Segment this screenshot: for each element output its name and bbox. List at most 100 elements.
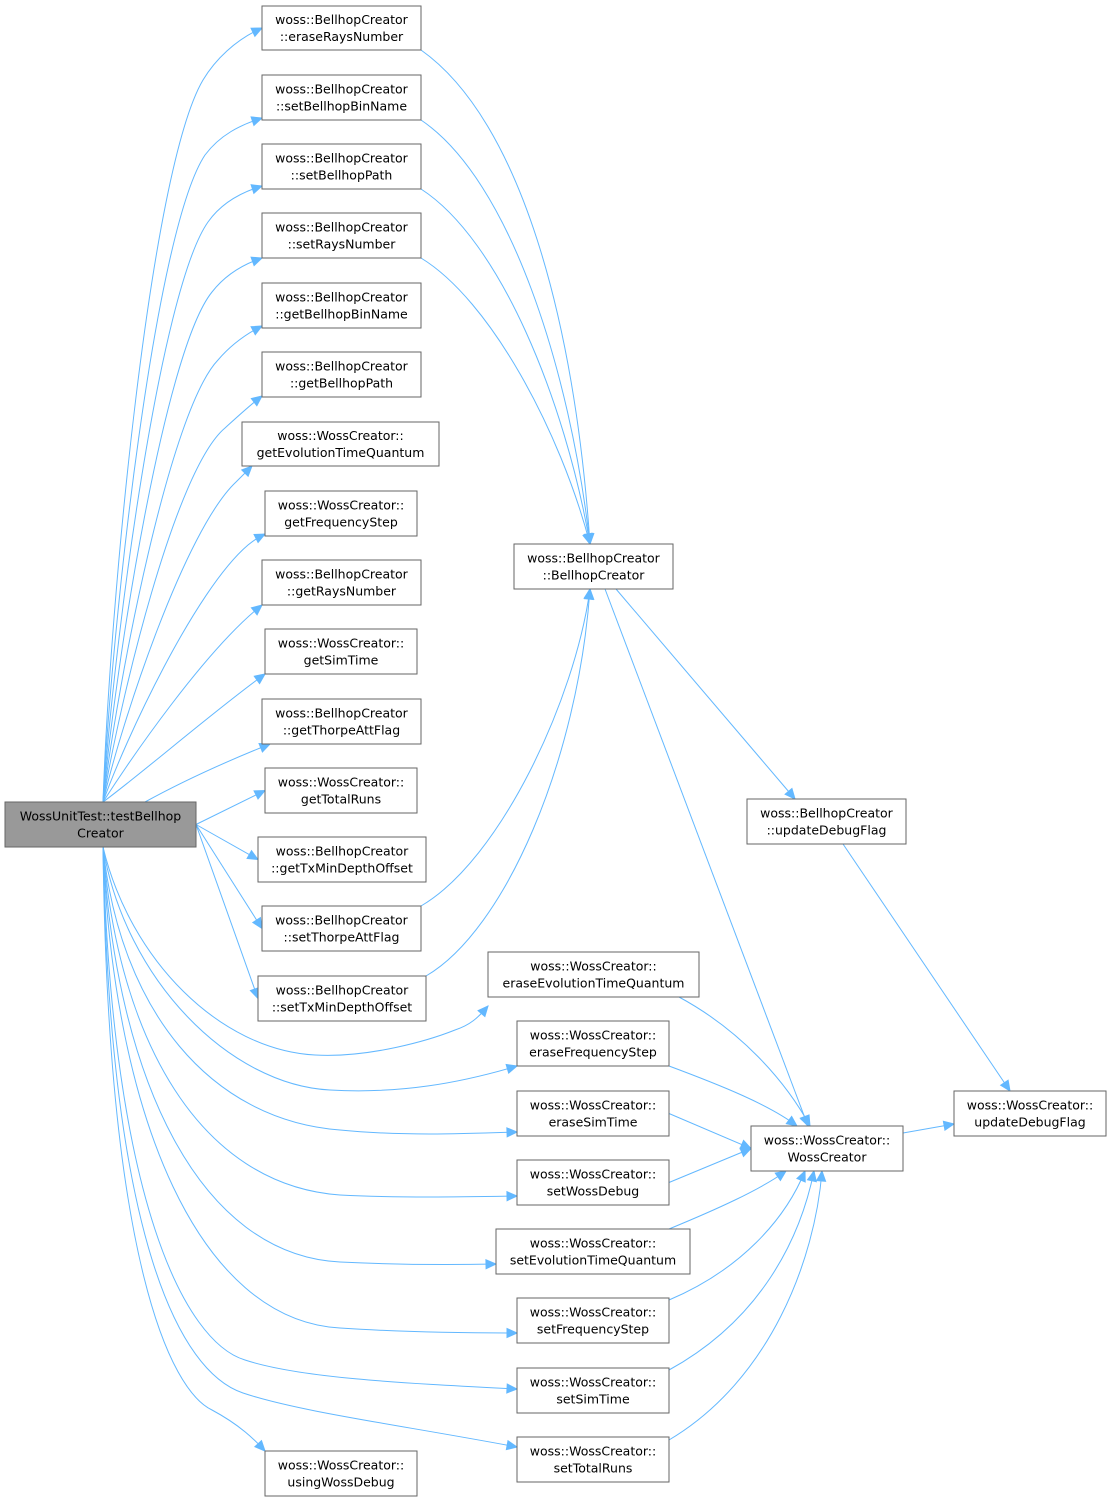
edge-root-to-getTxMinDepthOffset <box>195 824 260 861</box>
arrowhead-icon <box>800 1114 811 1128</box>
node-label: getEvolutionTimeQuantum <box>257 445 425 460</box>
node-BellhopCreatorCtor[interactable]: woss::BellhopCreator::BellhopCreator <box>513 543 674 590</box>
node-WossCreatorCtor[interactable]: woss::WossCreator::WossCreator <box>750 1125 904 1172</box>
node-setBellhopPath[interactable]: woss::BellhopCreator::setBellhopPath <box>261 143 422 190</box>
node-box <box>257 975 427 1022</box>
edge-line <box>842 843 1011 1092</box>
node-label: woss::WossCreator:: <box>530 1305 656 1320</box>
node-label: WossCreator <box>788 1150 868 1165</box>
node-label: getFrequencyStep <box>284 515 398 530</box>
node-label: woss::BellhopCreator <box>275 220 409 235</box>
node-getBellhopPath[interactable]: woss::BellhopCreator::getBellhopPath <box>261 351 422 398</box>
arrowhead-icon <box>253 1439 266 1452</box>
node-label: woss::BellhopCreator <box>276 983 410 998</box>
edge-line <box>102 604 263 803</box>
node-setWossDebug[interactable]: woss::WossCreator::setWossDebug <box>516 1159 670 1206</box>
node-setFrequencyStep[interactable]: woss::WossCreator::setFrequencyStep <box>516 1297 670 1344</box>
node-box <box>264 767 418 814</box>
edge-line <box>102 117 263 803</box>
node-getSimTime[interactable]: woss::WossCreator::getSimTime <box>264 628 418 675</box>
node-wcUpdateDebugFlag[interactable]: woss::WossCreator::updateDebugFlag <box>953 1090 1107 1137</box>
node-label: ::setBellhopBinName <box>276 99 407 114</box>
arrowhead-icon <box>485 1258 498 1270</box>
node-label: woss::BellhopCreator <box>275 82 409 97</box>
arrowhead-icon <box>253 533 267 544</box>
edge-eraseSimTime-to-WossCreatorCtor <box>668 1113 753 1150</box>
node-label: ::setThorpeAttFlag <box>284 930 400 945</box>
node-setSimTime[interactable]: woss::WossCreator::setSimTime <box>516 1367 670 1414</box>
edge-root-to-setSimTime <box>102 846 519 1394</box>
edge-root-to-eraseFrequencyStep <box>102 846 519 1092</box>
edge-line <box>102 846 497 1266</box>
node-getFrequencyStep[interactable]: woss::WossCreator::getFrequencyStep <box>264 490 418 537</box>
node-getRaysNumber[interactable]: woss::BellhopCreator::getRaysNumber <box>261 559 422 606</box>
edge-setThorpeAttFlag-to-BellhopCreatorCtor <box>420 587 594 907</box>
edge-line <box>102 185 263 803</box>
edge-line <box>102 325 263 803</box>
node-setTotalRuns[interactable]: woss::WossCreator::setTotalRuns <box>516 1436 670 1483</box>
node-getThorpeAttFlag[interactable]: woss::BellhopCreator::getThorpeAttFlag <box>261 698 422 745</box>
edge-line <box>102 846 518 1092</box>
node-layer: WossUnitTest::testBellhopCreatorwoss::Be… <box>4 5 1107 1497</box>
edge-setTotalRuns-to-WossCreatorCtor <box>668 1169 827 1441</box>
edge-setTxMinDepthOffset-to-BellhopCreatorCtor <box>425 587 595 977</box>
arrowhead-icon <box>505 1439 519 1451</box>
edge-root-to-eraseSimTime <box>102 846 519 1138</box>
edge-line <box>195 824 259 860</box>
node-bhUpdateDebugFlag[interactable]: woss::BellhopCreator::updateDebugFlag <box>746 798 907 845</box>
arrowhead-icon <box>253 789 267 800</box>
node-label: eraseSimTime <box>549 1115 638 1130</box>
edge-setBellhopPath-to-BellhopCreatorCtor <box>420 188 594 546</box>
node-setBellhopBinName[interactable]: woss::BellhopCreator::setBellhopBinName <box>261 74 422 121</box>
arrowhead-icon <box>477 1005 489 1018</box>
node-usingWossDebug[interactable]: woss::WossCreator::usingWossDebug <box>264 1450 418 1497</box>
node-eraseEvolutionTimeQuantum[interactable]: woss::WossCreator::eraseEvolutionTimeQua… <box>487 951 700 998</box>
edge-line <box>102 465 253 803</box>
edge-root-to-setFrequencyStep <box>102 846 519 1339</box>
node-setTxMinDepthOffset[interactable]: woss::BellhopCreator::setTxMinDepthOffse… <box>257 975 427 1022</box>
edge-line <box>420 588 591 907</box>
arrowhead-icon <box>999 1079 1011 1093</box>
edge-line <box>102 395 263 803</box>
node-box <box>261 5 422 51</box>
arrowhead-icon <box>251 916 263 930</box>
edge-line <box>615 588 796 800</box>
node-eraseFrequencyStep[interactable]: woss::WossCreator::eraseFrequencyStep <box>516 1020 670 1067</box>
arrowhead-icon <box>785 1115 798 1127</box>
arrowhead-icon <box>506 1190 519 1202</box>
node-label: woss::WossCreator:: <box>530 959 656 974</box>
node-eraseSimTime[interactable]: woss::WossCreator::eraseSimTime <box>516 1090 670 1137</box>
edge-root-to-getBellhopPath <box>102 395 263 803</box>
edge-root-to-setThorpeAttFlag <box>195 824 263 930</box>
edge-line <box>420 257 591 545</box>
edge-setFrequencyStep-to-WossCreatorCtor <box>668 1169 806 1301</box>
edge-root-to-getEvolutionTimeQuantum <box>102 465 253 803</box>
edge-line <box>668 1170 787 1230</box>
node-setThorpeAttFlag[interactable]: woss::BellhopCreator::setThorpeAttFlag <box>261 905 422 952</box>
node-label: ::eraseRaysNumber <box>280 29 404 44</box>
node-box <box>241 421 440 467</box>
arrowhead-icon <box>253 673 266 685</box>
node-getTxMinDepthOffset[interactable]: woss::BellhopCreator::getTxMinDepthOffse… <box>257 836 427 883</box>
node-box <box>261 143 422 190</box>
node-eraseRaysNumber[interactable]: woss::BellhopCreator::eraseRaysNumber <box>261 5 422 51</box>
node-label: ::getTxMinDepthOffset <box>271 861 413 876</box>
node-box <box>264 490 418 537</box>
node-getEvolutionTimeQuantum[interactable]: woss::WossCreator::getEvolutionTimeQuant… <box>241 421 440 467</box>
node-setRaysNumber[interactable]: woss::BellhopCreator::setRaysNumber <box>261 212 422 259</box>
node-box <box>261 282 422 329</box>
node-label: woss::BellhopCreator <box>275 913 409 928</box>
node-getBellhopBinName[interactable]: woss::BellhopCreator::getBellhopBinName <box>261 282 422 329</box>
node-box <box>516 1297 670 1344</box>
edge-line <box>668 1170 815 1371</box>
arrowhead-icon <box>942 1120 956 1132</box>
node-label: woss::WossCreator:: <box>277 428 403 443</box>
node-box <box>261 905 422 952</box>
node-box <box>750 1125 904 1172</box>
node-getTotalRuns[interactable]: woss::WossCreator::getTotalRuns <box>264 767 418 814</box>
arrowhead-icon <box>258 743 272 753</box>
arrowhead-icon <box>506 1327 519 1339</box>
node-setEvolutionTimeQuantum[interactable]: woss::WossCreator::setEvolutionTimeQuant… <box>495 1228 691 1275</box>
edge-line <box>102 846 489 1056</box>
